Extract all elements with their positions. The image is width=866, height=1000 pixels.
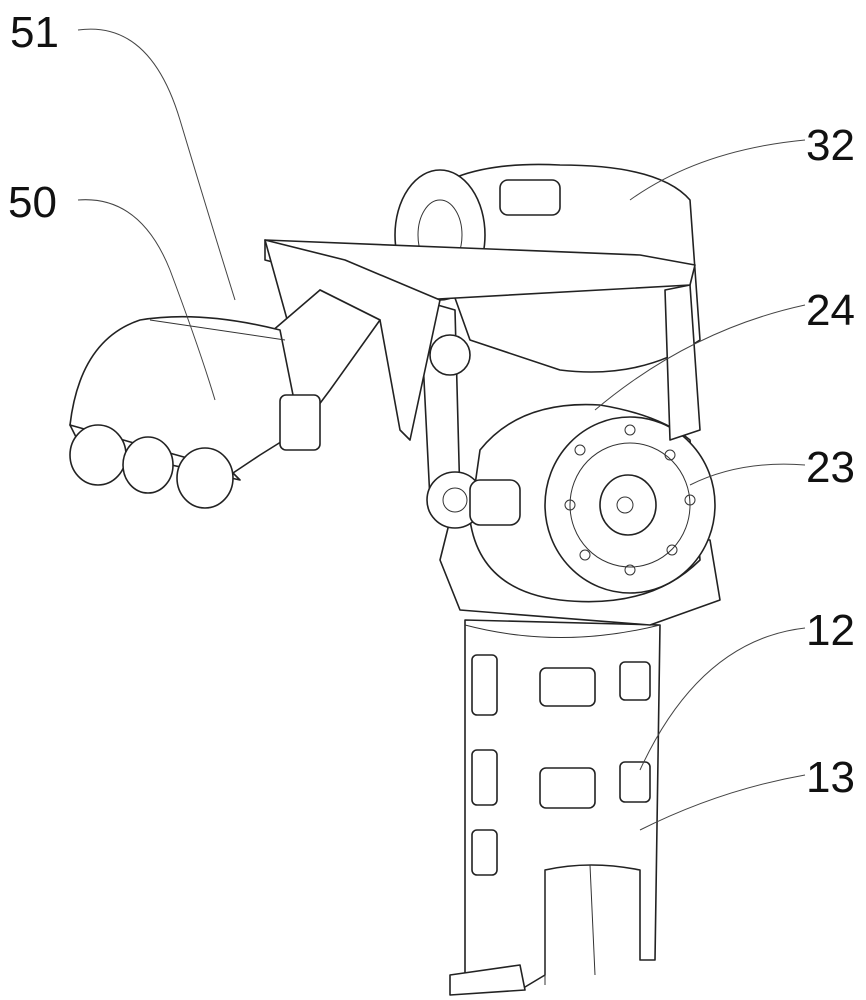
rotary-joint [439, 403, 721, 626]
label-24: 24 [806, 286, 855, 335]
label-23: 23 [806, 443, 855, 492]
label-12: 12 [806, 606, 855, 655]
leader-lines [77, 28, 806, 831]
label-13: 13 [806, 753, 855, 802]
label-32: 32 [806, 121, 855, 170]
arm-and-lamp [69, 239, 441, 509]
base-tube [449, 619, 661, 996]
label-51: 51 [10, 8, 59, 57]
label-50: 50 [8, 178, 57, 227]
